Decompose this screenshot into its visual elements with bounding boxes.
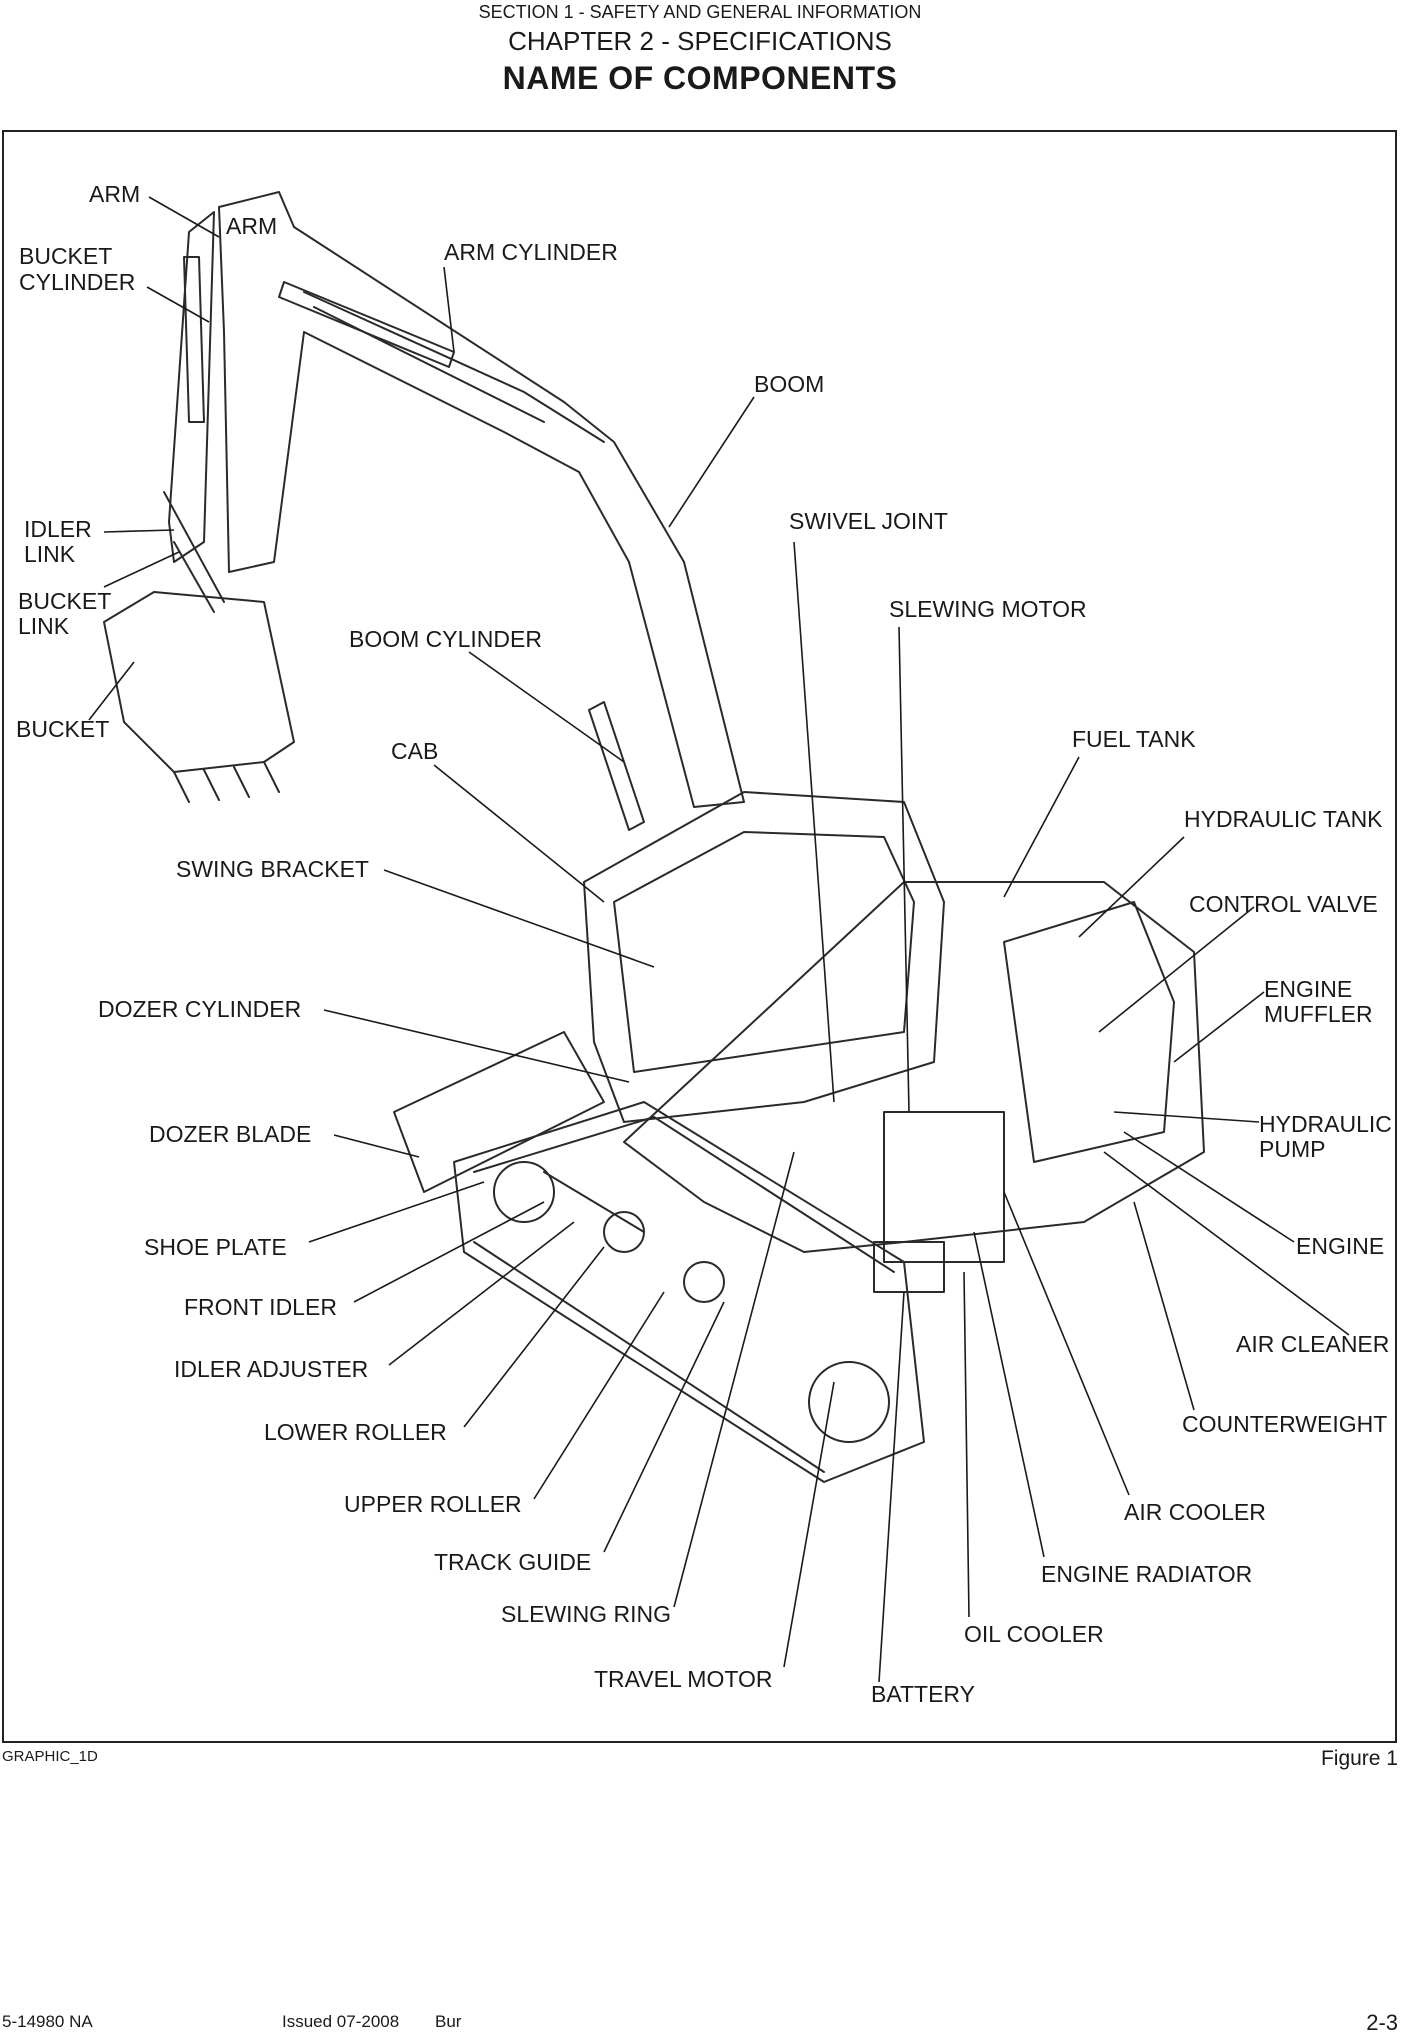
figure-caption: Figure 1	[1320, 1747, 1398, 1770]
arm-shape	[168, 211, 215, 563]
label-dozer-cylinder: DOZER CYLINDER	[98, 996, 301, 1022]
figure-frame: ARM ARM BUCKET CYLINDER ARM CYLINDER BOO…	[2, 130, 1397, 1743]
idler-link-shape	[163, 491, 225, 603]
engine-block	[1003, 901, 1175, 1163]
battery-box	[873, 1241, 945, 1293]
label-arm-cylinder: ARM CYLINDER	[444, 239, 618, 265]
boom-cylinder-shape	[588, 701, 645, 831]
label-swing-bracket: SWING BRACKET	[176, 856, 369, 882]
excavator-drawing	[103, 191, 1205, 1483]
upper-structure	[623, 881, 1205, 1253]
lower-roller-wheel	[683, 1261, 725, 1303]
label-lower-roller: LOWER ROLLER	[264, 1419, 447, 1445]
label-swivel-joint: SWIVEL JOINT	[789, 508, 948, 534]
dozer-blade-shape	[393, 1031, 605, 1193]
graphic-id: GRAPHIC_1D	[2, 1748, 98, 1765]
language-code: Bur	[435, 2012, 462, 2031]
cab-shape	[583, 791, 945, 1123]
boom-hose	[303, 291, 605, 443]
boom-shape	[218, 191, 745, 808]
arm-cylinder-shape	[278, 281, 455, 368]
label-engine-muffler-1: ENGINE	[1264, 976, 1352, 1002]
leader-lines	[88, 196, 1350, 1683]
label-hydraulic-pump-2: PUMP	[1259, 1136, 1325, 1162]
travel-motor-hub	[808, 1361, 890, 1443]
label-slewing-ring: SLEWING RING	[501, 1601, 671, 1627]
label-engine-radiator: ENGINE RADIATOR	[1041, 1561, 1252, 1587]
label-upper-roller: UPPER ROLLER	[344, 1491, 522, 1517]
label-control-valve: CONTROL VALVE	[1189, 891, 1378, 917]
track-frame	[453, 1101, 925, 1483]
label-hydraulic-pump-1: HYDRAULIC	[1259, 1111, 1392, 1137]
label-air-cleaner: AIR CLEANER	[1236, 1331, 1389, 1357]
label-bucket-link-1: BUCKET	[18, 588, 111, 614]
label-cab: CAB	[391, 738, 438, 764]
boom-hose-2	[313, 306, 545, 423]
label-boom-cylinder: BOOM CYLINDER	[349, 626, 542, 652]
issue-date: Issued 07-2008	[282, 2012, 400, 2031]
label-bucket-cylinder-1: BUCKET	[19, 243, 112, 269]
chapter-heading: CHAPTER 2 - SPECIFICATIONS	[508, 26, 892, 56]
label-idler-adjuster: IDLER ADJUSTER	[174, 1356, 368, 1382]
front-idler-wheel	[493, 1161, 555, 1223]
label-engine-muffler-2: MUFFLER	[1264, 1001, 1373, 1027]
bucket-cylinder-shape	[183, 256, 205, 423]
label-idler-link-1: IDLER	[24, 516, 92, 542]
cab-window	[613, 831, 915, 1073]
label-counterweight: COUNTERWEIGHT	[1182, 1411, 1387, 1437]
label-engine: ENGINE	[1296, 1233, 1384, 1259]
component-labels: ARM ARM BUCKET CYLINDER ARM CYLINDER BOO…	[16, 181, 1392, 1707]
bucket-link-shape	[173, 541, 215, 613]
label-boom: BOOM	[754, 371, 824, 397]
label-air-cooler: AIR COOLER	[1124, 1499, 1266, 1525]
bucket-shape	[103, 591, 295, 773]
label-hydraulic-tank: HYDRAULIC TANK	[1184, 806, 1383, 832]
page-title: NAME OF COMPONENTS	[502, 60, 898, 96]
label-arm: ARM	[89, 181, 140, 207]
label-idler-link-2: LINK	[24, 541, 76, 567]
upper-roller-wheel	[603, 1211, 645, 1253]
section-heading: SECTION 1 - SAFETY AND GENERAL INFORMATI…	[478, 2, 922, 22]
label-oil-cooler: OIL COOLER	[964, 1621, 1104, 1647]
label-shoe-plate: SHOE PLATE	[144, 1234, 287, 1260]
label-bucket-link-2: LINK	[18, 613, 70, 639]
label-arm-inner: ARM	[226, 213, 277, 239]
label-travel-motor: TRAVEL MOTOR	[594, 1666, 773, 1692]
idler-adjuster-spring	[543, 1171, 645, 1233]
label-slewing-motor: SLEWING MOTOR	[889, 596, 1087, 622]
label-battery: BATTERY	[871, 1681, 975, 1707]
track-bottom	[473, 1241, 825, 1473]
radiator-core	[883, 1111, 1005, 1263]
excavator-diagram: ARM ARM BUCKET CYLINDER ARM CYLINDER BOO…	[16, 181, 1392, 1707]
track-top	[473, 1116, 895, 1273]
bucket-teeth	[173, 761, 280, 803]
label-fuel-tank: FUEL TANK	[1072, 726, 1196, 752]
label-track-guide: TRACK GUIDE	[434, 1549, 591, 1575]
label-front-idler: FRONT IDLER	[184, 1294, 337, 1320]
label-bucket-cylinder-2: CYLINDER	[19, 269, 135, 295]
doc-number: 5-14980 NA	[2, 2012, 93, 2031]
page-number: 2-3	[1366, 2010, 1398, 2035]
label-dozer-blade: DOZER BLADE	[149, 1121, 311, 1147]
label-bucket: BUCKET	[16, 716, 109, 742]
